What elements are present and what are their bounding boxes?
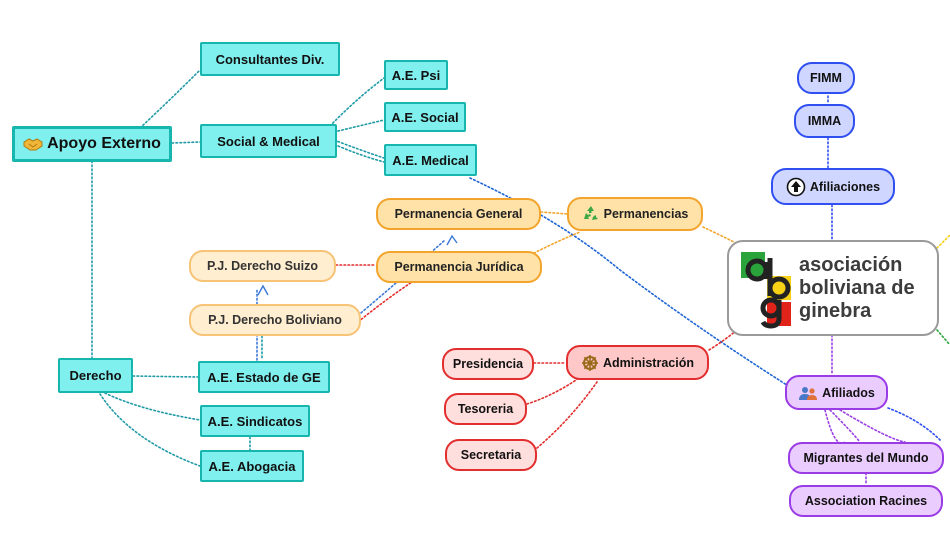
node-ae-medical[interactable]: A.E. Medical — [384, 144, 477, 176]
up-arrow-icon — [786, 177, 806, 197]
node-afiliaciones[interactable]: Afiliaciones — [771, 168, 895, 205]
node-ae-estado-de-ge[interactable]: A.E. Estado de GE — [198, 361, 330, 393]
handshake-icon — [23, 136, 43, 152]
recycle-icon — [582, 205, 600, 223]
abg-logo-icon — [741, 252, 791, 329]
node-label: Consultantes Div. — [215, 51, 325, 67]
node-pj-derecho-boliviano[interactable]: P.J. Derecho Boliviano — [189, 304, 361, 336]
node-permanencias[interactable]: Permanencias — [567, 197, 703, 231]
node-label: Permanencia Jurídica — [394, 260, 524, 274]
node-ae-social[interactable]: A.E. Social — [384, 102, 466, 132]
logo-line-1: asociación — [799, 254, 903, 276]
node-migrantes-del-mundo[interactable]: Migrantes del Mundo — [788, 442, 944, 474]
node-secretaria[interactable]: Secretaria — [445, 439, 537, 471]
node-label: Migrantes del Mundo — [803, 451, 929, 465]
node-label: Association Racines — [804, 494, 928, 508]
node-label: IMMA — [807, 114, 842, 128]
node-label: Presidencia — [452, 357, 524, 371]
node-permanencia-general[interactable]: Permanencia General — [376, 198, 541, 230]
node-label: Afiliaciones — [809, 179, 881, 194]
node-label: Afiliados — [822, 385, 875, 400]
central-logo-node[interactable]: asociación boliviana de ginebra — [727, 240, 939, 336]
node-presidencia[interactable]: Presidencia — [442, 348, 534, 380]
node-consultantes-div[interactable]: Consultantes Div. — [200, 42, 340, 76]
node-label: A.E. Abogacia — [208, 458, 296, 474]
node-label: Secretaria — [460, 448, 522, 462]
node-label: Derecho — [69, 368, 122, 383]
node-derecho[interactable]: Derecho — [58, 358, 133, 393]
node-label: FIMM — [810, 71, 842, 85]
node-label: Permanencia General — [394, 207, 523, 221]
node-label: A.E. Social — [391, 109, 459, 125]
node-afiliados[interactable]: Afiliados — [785, 375, 888, 410]
logo-line-3: ginebra — [799, 300, 872, 322]
wheel-icon — [581, 354, 599, 372]
node-imma[interactable]: IMMA — [794, 104, 855, 138]
node-social-medical[interactable]: Social & Medical — [200, 124, 337, 158]
node-label: Tesoreria — [457, 402, 514, 416]
node-ae-psi[interactable]: A.E. Psi — [384, 60, 448, 90]
people-icon — [798, 385, 818, 401]
node-label: A.E. Medical — [392, 152, 469, 168]
node-label: Apoyo Externo — [47, 135, 161, 152]
node-label: A.E. Psi — [391, 67, 441, 83]
node-label: Permanencias — [603, 207, 689, 221]
node-label: Administración — [603, 355, 694, 370]
node-ae-abogacia[interactable]: A.E. Abogacia — [200, 450, 304, 482]
node-tesoreria[interactable]: Tesoreria — [444, 393, 527, 425]
logo-text: asociación boliviana de ginebra — [799, 254, 915, 323]
node-administracion[interactable]: Administración — [566, 345, 709, 380]
node-pj-derecho-suizo[interactable]: P.J. Derecho Suizo — [189, 250, 336, 282]
node-association-racines[interactable]: Association Racines — [789, 485, 943, 517]
node-permanencia-juridica[interactable]: Permanencia Jurídica — [376, 251, 542, 283]
node-label: P.J. Derecho Suizo — [207, 259, 318, 273]
node-label: A.E. Estado de GE — [207, 369, 321, 385]
node-label: P.J. Derecho Boliviano — [208, 313, 342, 327]
logo-line-2: boliviana de — [799, 277, 915, 299]
node-label: Social & Medical — [217, 133, 320, 149]
node-label: A.E. Sindicatos — [207, 413, 303, 429]
node-ae-sindicatos[interactable]: A.E. Sindicatos — [200, 405, 310, 437]
node-apoyo-externo[interactable]: Apoyo Externo — [12, 126, 172, 162]
node-fimm[interactable]: FIMM — [797, 62, 855, 94]
